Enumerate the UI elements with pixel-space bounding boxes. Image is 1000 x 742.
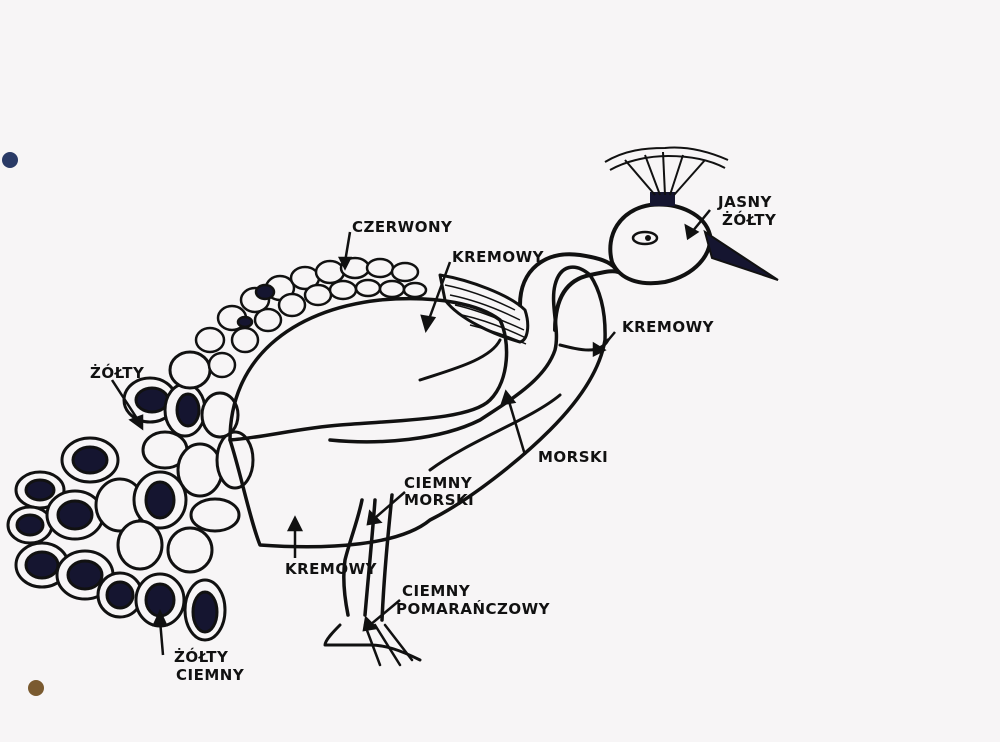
label-ciemny-morski-2: MORSKI xyxy=(404,491,474,509)
annotation-arrows xyxy=(110,209,711,656)
punch-hole xyxy=(28,680,44,696)
label-ciemny-pom-2: POMARAŃCZOWY xyxy=(396,599,551,618)
peacock-head xyxy=(604,146,779,286)
label-kremowy-wing: KREMOWY xyxy=(452,248,545,266)
label-zolty-tail: ŻÓŁTY xyxy=(90,363,145,382)
label-jasny-zolty: ŻÓŁTY xyxy=(722,210,777,229)
label-morski: MORSKI xyxy=(538,448,608,466)
tail-feathers xyxy=(6,350,255,642)
label-czerwony: CZERWONY xyxy=(352,218,453,236)
label-ciemny-morski-1: CIEMNY xyxy=(404,474,473,492)
label-ciemny-pom-1: CIEMNY xyxy=(402,582,471,600)
label-jasny: JASNY xyxy=(717,193,773,211)
back-scales xyxy=(194,256,428,379)
ink-blot xyxy=(2,152,18,168)
peacock-legs xyxy=(323,493,422,667)
label-zolty-ciemny-2: CIEMNY xyxy=(176,666,245,684)
label-kremowy-neck: KREMOWY xyxy=(622,318,715,336)
label-kremowy-belly: KREMOWY xyxy=(285,560,378,578)
label-zolty-ciemny-1: ŻÓŁTY xyxy=(174,647,229,666)
color-labels: CZERWONY KREMOWY KREMOWY JASNY ŻÓŁTY MOR… xyxy=(90,193,777,684)
